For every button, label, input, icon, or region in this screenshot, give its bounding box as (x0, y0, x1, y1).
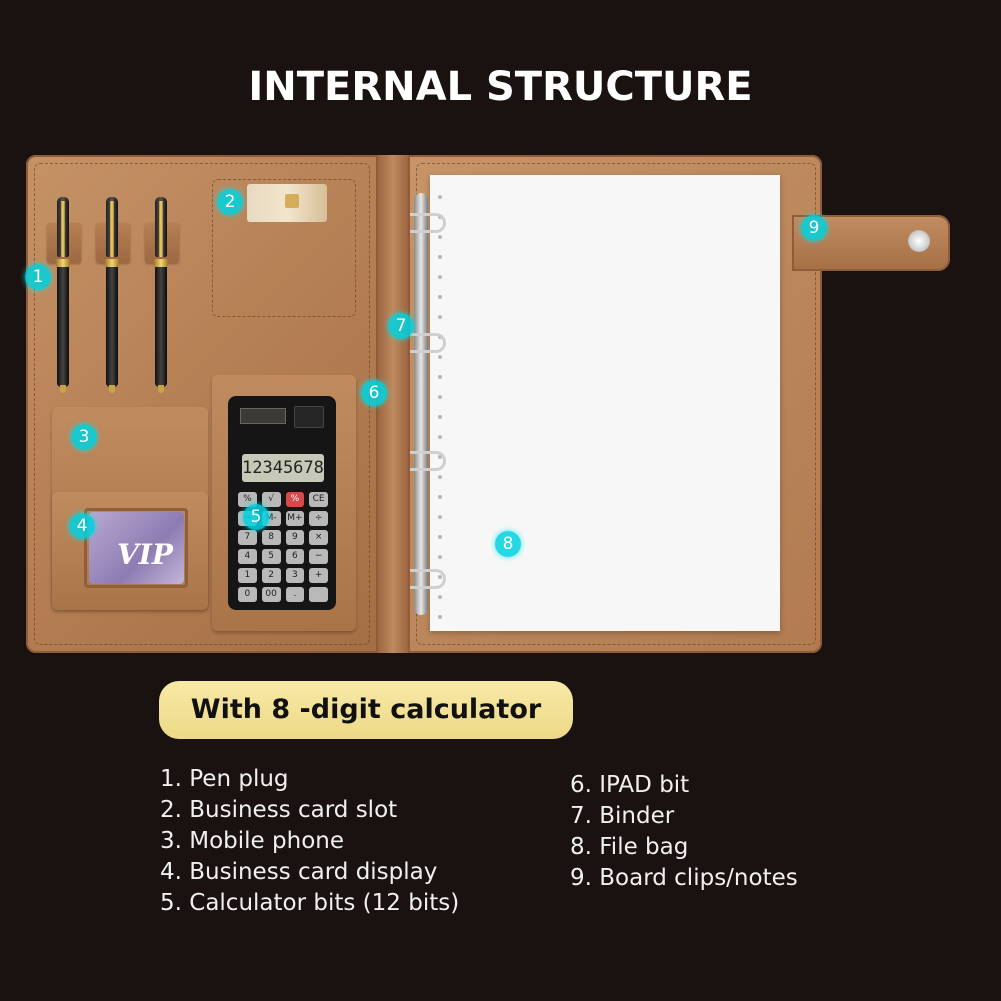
binder-ring (410, 213, 446, 233)
legend-item: 4. Business card display (160, 859, 438, 885)
calculator-top-button (294, 406, 324, 428)
calculator-key: 1 (238, 568, 257, 583)
marker-4: 4 (69, 513, 95, 539)
page-title: INTERNAL STRUCTURE (248, 64, 753, 110)
calculator-banner: With 8 -digit calculator (159, 681, 573, 739)
legend-item: 6. IPAD bit (570, 772, 690, 798)
paper-hole (438, 615, 442, 619)
paper-hole (438, 275, 442, 279)
calculator-key: 9 (285, 530, 305, 545)
paper-hole (438, 255, 442, 259)
legend-item: 3. Mobile phone (160, 828, 344, 854)
legend-item: 9. Board clips/notes (570, 865, 798, 891)
calculator-key: 0 (238, 587, 257, 602)
legend-item: 1. Pen plug (160, 766, 289, 792)
snap-button (908, 230, 930, 252)
calculator-key: 3 (285, 568, 305, 583)
marker-2: 2 (217, 189, 243, 215)
card-slot (212, 179, 356, 317)
calculator-display: 12345678 (242, 454, 324, 482)
calculator-keys: %√%CE→M-M+÷789×456−123+000. (238, 492, 328, 602)
marker-3: 3 (71, 424, 97, 450)
calculator-key: − (309, 549, 328, 564)
folder-spine (378, 155, 408, 653)
marker-6: 6 (361, 380, 387, 406)
calculator-key (309, 587, 328, 602)
paper-hole (438, 295, 442, 299)
legend-right: 6. IPAD bit 7. Binder 8. File bag 9. Board … (570, 770, 798, 894)
calculator-key: √ (261, 492, 281, 507)
marker-9: 9 (801, 215, 827, 241)
marker-1: 1 (25, 264, 51, 290)
calculator: 12345678 %√%CE→M-M+÷789×456−123+000. (228, 396, 336, 610)
paper-hole (438, 315, 442, 319)
legend-item: 5. Calculator bits (12 bits) (160, 890, 460, 916)
paper-hole (438, 535, 442, 539)
marker-7: 7 (388, 313, 414, 339)
legend-item: 8. File bag (570, 834, 689, 860)
bank-card (247, 184, 327, 222)
paper-hole (438, 355, 442, 359)
calculator-key: 7 (238, 530, 257, 545)
paper-hole (438, 555, 442, 559)
calculator-key: 00 (261, 587, 281, 602)
paper-hole (438, 395, 442, 399)
pen (104, 197, 120, 395)
calculator-key: % (285, 492, 305, 507)
card-window (84, 508, 188, 588)
paper-hole (438, 515, 442, 519)
legend-left: 1. Pen plug 2. Business card slot 3. Mobil… (160, 764, 459, 919)
padfolio-image: VIP 12345678 %√%CE→M-M+÷789×456−123+000. (26, 155, 822, 653)
pen (55, 197, 71, 395)
calculator-key: CE (309, 492, 328, 507)
solar-panel (240, 408, 286, 424)
calculator-key: ÷ (309, 511, 328, 526)
paper-hole (438, 235, 442, 239)
paper-hole (438, 415, 442, 419)
file-paper (430, 175, 780, 631)
calculator-key: + (309, 568, 328, 583)
calculator-key: 4 (238, 549, 257, 564)
vip-card: VIP (89, 512, 184, 584)
paper-hole (438, 475, 442, 479)
binder-ring (410, 333, 446, 353)
calculator-key: 6 (285, 549, 305, 564)
paper-hole (438, 195, 442, 199)
marker-8: 8 (495, 531, 521, 557)
calculator-key: 8 (261, 530, 281, 545)
paper-hole (438, 435, 442, 439)
paper-hole (438, 495, 442, 499)
pen (153, 197, 169, 395)
binder-bar (414, 193, 428, 615)
binder-ring (410, 451, 446, 471)
legend-item: 7. Binder (570, 803, 675, 829)
legend-item: 2. Business card slot (160, 797, 398, 823)
paper-hole (438, 375, 442, 379)
calculator-key: × (309, 530, 328, 545)
binder-ring (410, 569, 446, 589)
marker-5: 5 (243, 504, 269, 530)
paper-hole (438, 595, 442, 599)
calculator-key: 5 (261, 549, 281, 564)
calculator-key: M+ (285, 511, 305, 526)
calculator-key: 2 (261, 568, 281, 583)
calculator-key: . (285, 587, 305, 602)
calculator-key: % (238, 492, 257, 507)
